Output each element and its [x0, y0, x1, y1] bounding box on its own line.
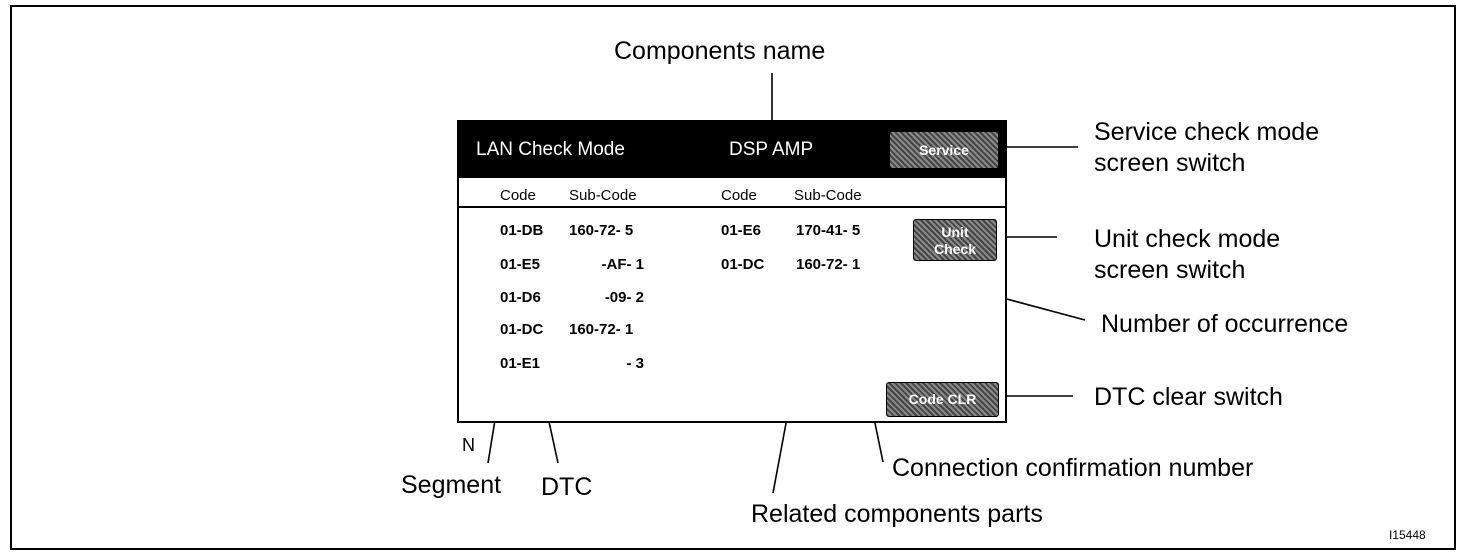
figure-frame: [10, 5, 1456, 550]
callout-connection-confirmation: Connection confirmation number: [892, 454, 1254, 482]
header-divider: [459, 206, 1005, 208]
callout-dtc: DTC: [541, 473, 593, 501]
row-code: 01-E6: [721, 222, 762, 239]
unit-check-label-2: Check: [933, 241, 977, 257]
row-code: 01-DC: [721, 256, 765, 273]
callout-unit-check-1: Unit check mode: [1094, 225, 1281, 253]
callout-unit-check-2: screen switch: [1094, 256, 1246, 284]
code-clr-button[interactable]: Code CLR: [886, 382, 999, 417]
row-code: 01-E5: [500, 256, 541, 273]
callout-number-of-occurrence: Number of occurrence: [1101, 310, 1349, 338]
row-subcode: 160-72- 5: [569, 222, 634, 239]
mode-title: LAN Check Mode: [476, 139, 625, 160]
callout-segment: Segment: [401, 471, 502, 499]
header-subcode-right: Sub-Code: [794, 187, 862, 204]
row-code: 01-E1: [500, 355, 541, 372]
callout-service-check-1: Service check mode: [1094, 118, 1320, 146]
row-subcode: - 3: [626, 355, 644, 372]
screen-title-bar: LAN Check Mode DSP AMP Service: [459, 122, 1005, 178]
component-name: DSP AMP: [729, 139, 814, 160]
header-code-right: Code: [721, 187, 757, 204]
unit-check-button[interactable]: Unit Check: [913, 219, 997, 261]
header-code-left: Code: [500, 187, 536, 204]
row-subcode: 160-72- 1: [569, 321, 634, 338]
callout-dtc-clear: DTC clear switch: [1094, 383, 1283, 411]
row-code: 01-DB: [500, 222, 544, 239]
lan-check-screen: LAN Check Mode DSP AMP Service Code Sub-…: [457, 120, 1007, 423]
row-code: 01-D6: [500, 289, 541, 306]
callout-service-check-2: screen switch: [1094, 149, 1246, 177]
row-subcode: 160-72- 1: [796, 256, 861, 273]
row-subcode: -09- 2: [604, 289, 644, 306]
n-marker: N: [462, 435, 475, 455]
callout-components-name: Components name: [614, 37, 826, 65]
row-code: 01-DC: [500, 321, 544, 338]
unit-check-label-1: Unit: [941, 224, 969, 240]
row-subcode: 170-41- 5: [796, 222, 861, 239]
figure-id: I15448: [1389, 528, 1426, 542]
callout-related-components: Related components parts: [751, 500, 1043, 528]
row-subcode: -AF- 1: [601, 256, 645, 273]
header-subcode-left: Sub-Code: [569, 187, 637, 204]
service-button[interactable]: Service: [889, 131, 999, 169]
